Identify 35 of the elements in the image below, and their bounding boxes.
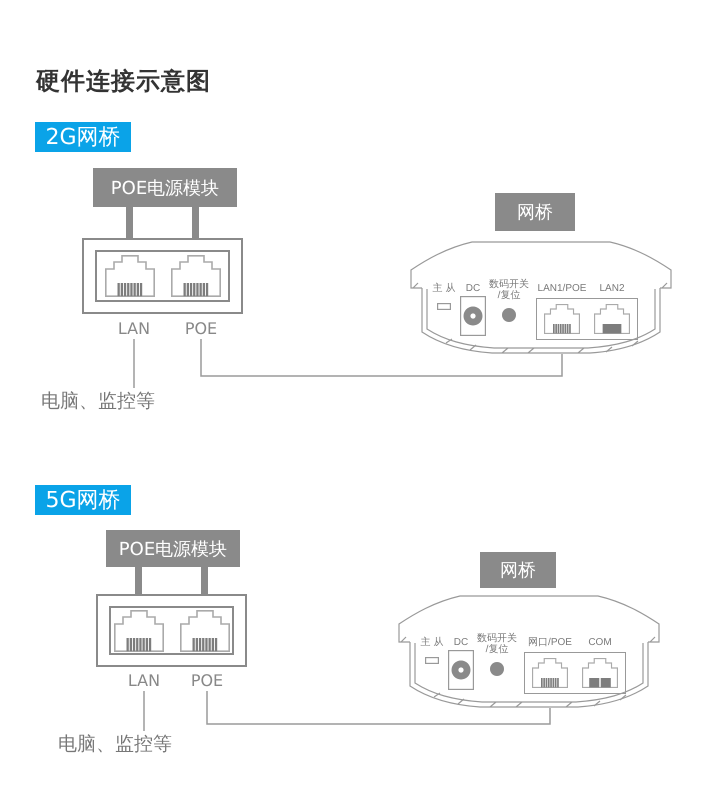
connector-line <box>206 691 551 725</box>
connector-bar <box>201 567 208 594</box>
module-label: POE电源模块 <box>93 168 237 207</box>
port-label: POE <box>185 670 229 691</box>
panel-label: COM <box>587 637 613 648</box>
connector-line <box>133 339 135 388</box>
panel-label: DC <box>452 637 470 648</box>
poe-injector <box>82 238 243 314</box>
panel-label: 主 从 <box>420 637 444 648</box>
connector-bar <box>192 207 199 238</box>
panel-label: 网口/POE <box>527 637 573 648</box>
bridge-label: 网桥 <box>495 193 575 231</box>
bridge-device <box>410 240 672 354</box>
module-label: POE电源模块 <box>106 530 240 567</box>
panel-label: LAN2 <box>598 283 626 294</box>
panel-label: 数码开关/复位 <box>476 633 518 655</box>
bridge-device <box>398 594 660 708</box>
port-label: LAN <box>124 670 164 691</box>
bridge-label: 网桥 <box>480 552 556 588</box>
endpoint-label: 电脑、监控等 <box>55 731 175 757</box>
diagram-title: 硬件连接示意图 <box>36 66 211 97</box>
endpoint-label: 电脑、监控等 <box>38 388 158 414</box>
port-label: LAN <box>114 318 154 339</box>
section-tag: 5G网桥 <box>35 485 131 515</box>
panel-label: 主 从 <box>432 283 456 294</box>
section-tag: 2G网桥 <box>35 122 131 152</box>
connector-bar <box>126 207 133 238</box>
panel-label: 数码开关/复位 <box>488 279 530 301</box>
connector-line <box>200 339 563 377</box>
connector-bar <box>135 567 142 594</box>
poe-injector <box>96 594 247 667</box>
port-label: POE <box>179 318 223 339</box>
panel-label: DC <box>464 283 482 294</box>
connector-line <box>143 691 145 731</box>
panel-label: LAN1/POE <box>536 283 588 294</box>
